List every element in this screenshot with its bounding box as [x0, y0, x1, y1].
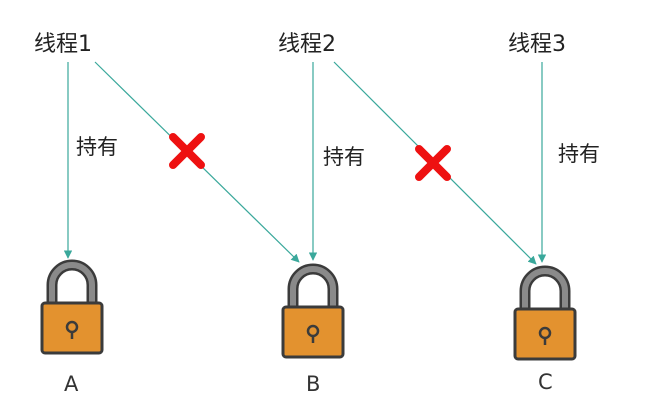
cross-icon: [415, 145, 451, 181]
cross-icon: [169, 133, 205, 169]
hold-label-thread2: 持有: [323, 145, 365, 169]
lock-label-c: C: [538, 370, 553, 394]
hold-label-thread1: 持有: [76, 135, 118, 159]
lock-label-a: A: [64, 372, 79, 396]
padlock-icon: [513, 265, 577, 361]
padlock-icon: [281, 263, 345, 359]
thread-label-1: 线程1: [34, 32, 92, 57]
thread-label-3: 线程3: [508, 32, 566, 57]
hold-label-thread3: 持有: [558, 142, 600, 166]
padlock-icon: [40, 259, 104, 355]
thread-label-2: 线程2: [278, 32, 336, 57]
lock-label-b: B: [306, 372, 321, 396]
